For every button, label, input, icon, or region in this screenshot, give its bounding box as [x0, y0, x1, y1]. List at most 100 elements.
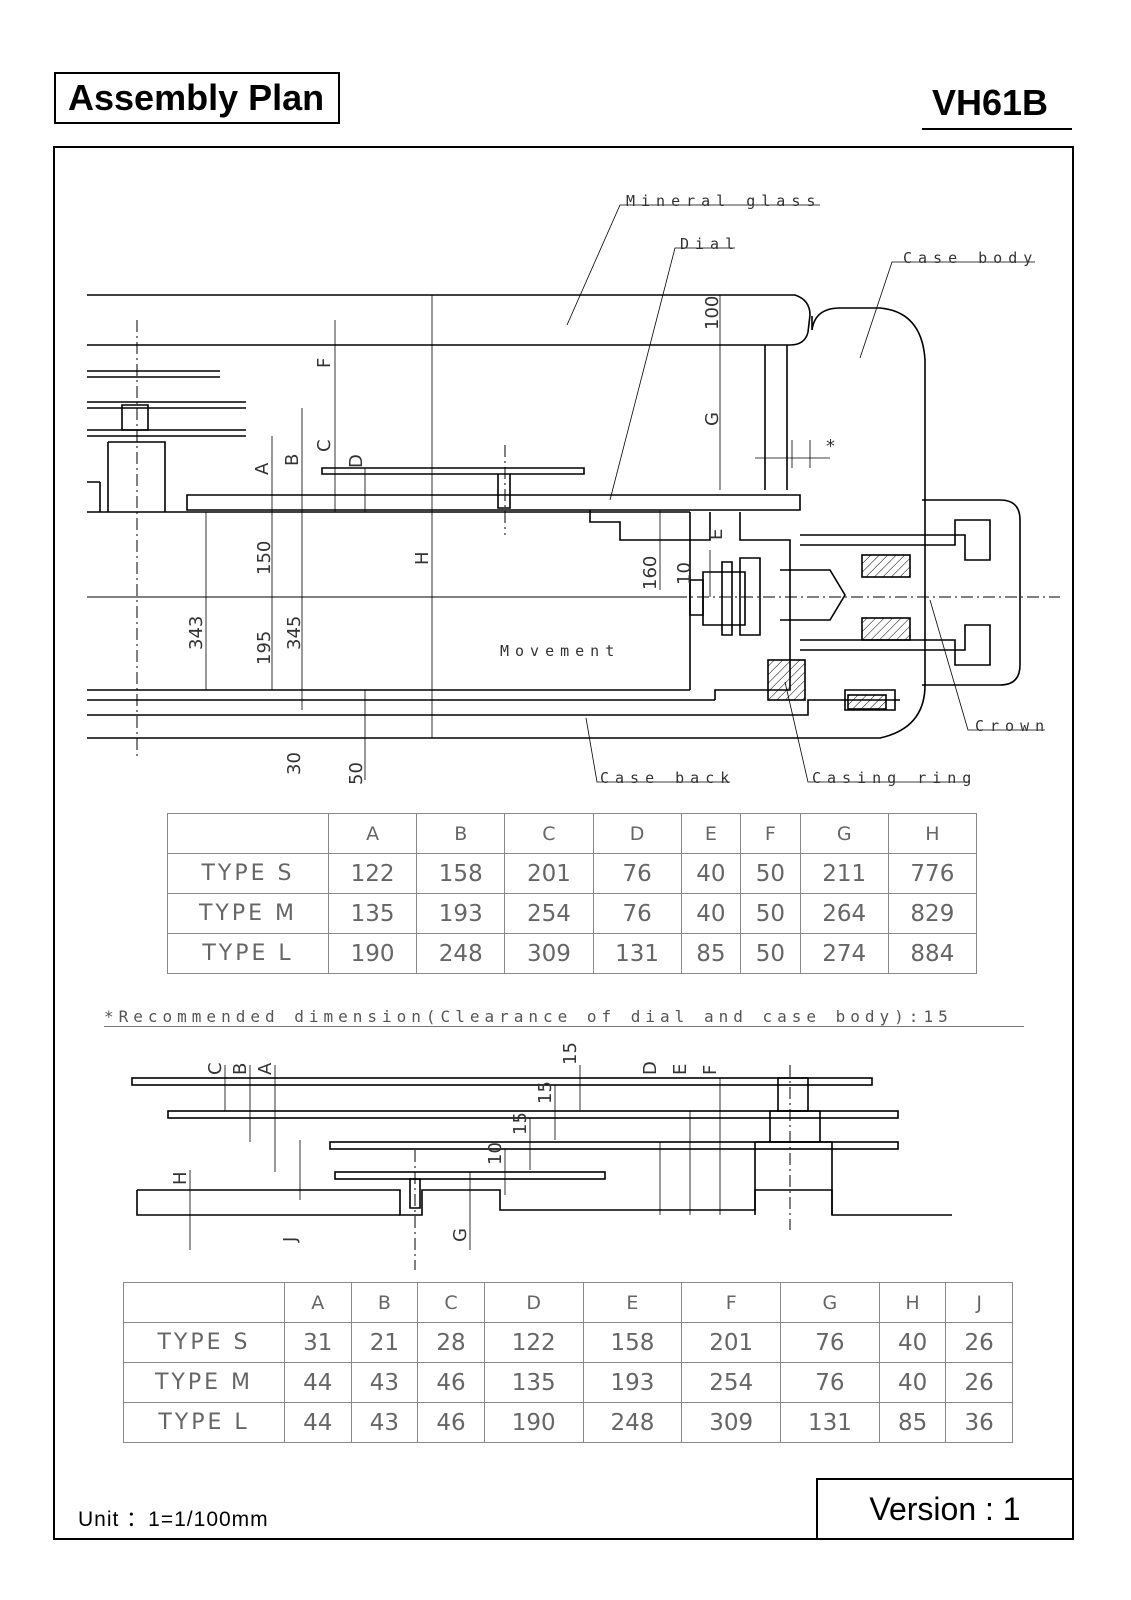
hands-dimension-table: A B C D E F G H J TYPE S 31 21 28 122 15… — [123, 1282, 1013, 1443]
page-title: Assembly Plan — [68, 77, 325, 118]
label-crown: Crown — [975, 717, 1050, 735]
table-cell: 158 — [582, 1322, 683, 1363]
section-dimension-lines — [205, 204, 1045, 783]
dim-C: C — [314, 439, 335, 452]
dim-A: A — [252, 462, 273, 475]
table-cell: 158 — [416, 853, 506, 894]
table-cell: 36 — [945, 1402, 1013, 1443]
table-header-row: A B C D E F G H J — [123, 1282, 1013, 1323]
hands-dim-A: A — [255, 1062, 276, 1075]
table-cell: 193 — [582, 1362, 683, 1403]
dim-G: G — [702, 412, 723, 426]
table-cell: 40 — [680, 853, 742, 894]
dial-shape — [186, 494, 801, 511]
table-cell: 28 — [417, 1322, 485, 1363]
label-casing-ring: Casing ring — [812, 769, 977, 787]
table-row: TYPE M 135 193 254 76 40 50 264 829 — [167, 893, 978, 934]
unit-note: Unit ：1=1/100mm — [78, 1508, 269, 1531]
dim-50: 50 — [346, 762, 367, 785]
hands-dim-E: E — [670, 1064, 691, 1075]
dim-B: B — [282, 454, 303, 466]
table-cell: 248 — [416, 933, 506, 974]
table-cell: E — [680, 813, 742, 854]
table-cell: 40 — [878, 1362, 947, 1403]
row-header: TYPE M — [167, 893, 329, 934]
hands-dim-H: H — [170, 1171, 191, 1185]
table-cell — [167, 813, 329, 854]
table-cell: E — [582, 1282, 683, 1323]
table-cell: H — [887, 813, 978, 854]
table-cell: 884 — [887, 933, 978, 974]
hands-dim-B: B — [230, 1063, 251, 1075]
table-cell: A — [284, 1282, 352, 1323]
table-cell: 40 — [878, 1322, 947, 1363]
dim-D: D — [346, 454, 367, 468]
table-cell: 31 — [284, 1322, 352, 1363]
table-cell: 201 — [504, 853, 594, 894]
table-cell: D — [592, 813, 682, 854]
version-label: Version : 1 — [869, 1490, 1021, 1527]
dim-star: * — [826, 436, 835, 457]
row-header: TYPE L — [167, 933, 329, 974]
table-cell: D — [483, 1282, 584, 1323]
label-case-body: Case body — [903, 249, 1038, 267]
dim-30: 30 — [284, 752, 305, 775]
table-cell: 122 — [327, 853, 418, 894]
drawing-frame — [53, 146, 1074, 1540]
table-cell: B — [350, 1282, 419, 1323]
table-cell: 76 — [780, 1362, 880, 1403]
table-row: TYPE L 190 248 309 131 85 50 274 884 — [167, 933, 978, 974]
table-cell: 46 — [417, 1362, 485, 1403]
hands-dim-15b: 15 — [535, 1081, 556, 1104]
table-row: TYPE S 122 158 201 76 40 50 211 776 — [167, 853, 978, 894]
table-cell: 44 — [284, 1402, 352, 1443]
table-cell: 76 — [592, 853, 682, 894]
table-cell: J — [945, 1282, 1013, 1323]
dim-160: 160 — [640, 556, 661, 590]
table-cell: 248 — [582, 1402, 683, 1443]
hands-dim-15c: 15 — [510, 1112, 531, 1135]
table-cell: 264 — [799, 893, 889, 934]
hands-dim-G: G — [450, 1228, 471, 1242]
table-cell: G — [799, 813, 889, 854]
table-cell: F — [740, 813, 801, 854]
dim-195: 195 — [254, 631, 275, 665]
label-mineral-glass: Mineral glass — [626, 192, 821, 210]
table-cell: 131 — [592, 933, 682, 974]
table-cell: 21 — [350, 1322, 419, 1363]
row-header: TYPE M — [123, 1362, 285, 1403]
label-dial: Dial — [680, 235, 740, 253]
model-underline — [922, 128, 1072, 130]
case-body-shape — [87, 307, 926, 739]
table-cell: 50 — [740, 853, 801, 894]
dim-F: F — [314, 358, 335, 368]
clearance-note: *Recommended dimension(Clearance of dial… — [104, 1008, 1024, 1027]
hands-dim-F: F — [700, 1065, 721, 1075]
table-cell: C — [417, 1282, 485, 1323]
row-header: TYPE S — [123, 1322, 285, 1363]
table-cell: 274 — [799, 933, 889, 974]
table-cell: 254 — [681, 1362, 782, 1403]
crown-shape — [922, 499, 1021, 686]
table-cell: G — [780, 1282, 880, 1323]
table-cell: 85 — [878, 1402, 947, 1443]
table-row: TYPE L 44 43 46 190 248 309 131 85 36 — [123, 1402, 1013, 1443]
dim-10: 10 — [674, 562, 695, 585]
hands-dim-15a: 15 — [560, 1042, 581, 1065]
table-cell: 76 — [592, 893, 682, 934]
title-box: Assembly Plan — [54, 72, 340, 124]
hands-dim-10: 10 — [485, 1142, 506, 1165]
table-cell: 46 — [417, 1402, 485, 1443]
table-cell: 43 — [350, 1362, 419, 1403]
table-cell: 135 — [483, 1362, 584, 1403]
row-header: TYPE S — [167, 853, 329, 894]
table-cell: 309 — [504, 933, 594, 974]
table-cell: 201 — [681, 1322, 782, 1363]
table-cell: B — [416, 813, 506, 854]
table-cell: 26 — [945, 1322, 1013, 1363]
mineral-glass-shape — [87, 294, 811, 346]
table-cell: 76 — [780, 1322, 880, 1363]
dim-glass: 100 — [702, 296, 723, 330]
label-case-back: Case back — [600, 769, 735, 787]
table-cell: A — [327, 813, 418, 854]
